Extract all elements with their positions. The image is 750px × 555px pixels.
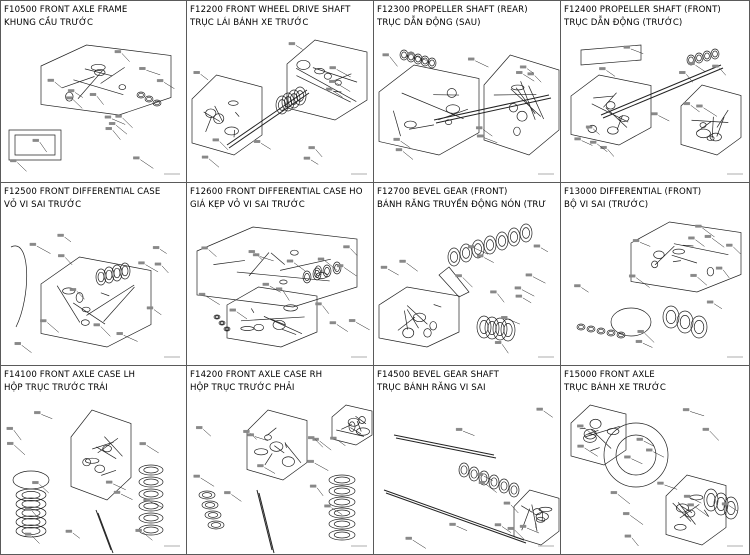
exploded-diagram-drawing xyxy=(374,35,560,182)
exploded-diagram-drawing xyxy=(187,217,373,365)
exploded-diagram-drawing xyxy=(561,400,749,554)
tile-subtitle: HỘP TRỤC TRƯỚC TRÁI xyxy=(4,383,108,393)
tile-caption: F15000 FRONT AXLE TRỤC BÁNH XE TRƯỚC xyxy=(564,369,747,395)
exploded-diagram-drawing xyxy=(1,400,186,554)
tile-subtitle: TRỤC BÁNH XE TRƯỚC xyxy=(564,383,666,393)
tile-subtitle: HỘP TRỤC TRƯỚC PHẢI xyxy=(190,383,295,393)
exploded-diagram-drawing xyxy=(561,35,749,182)
tile-subtitle: GIÁ KẸP VỎ VI SAI TRƯỚC xyxy=(190,200,305,210)
tile-subtitle: BÁNH RĂNG TRUYỀN ĐỘNG NÓN (TRƯ xyxy=(377,200,546,210)
tile-caption: F12300 PROPELLER SHAFT (REAR) TRỤC DẪN ĐỘ… xyxy=(377,4,558,30)
tile-caption: F12400 PROPELLER SHAFT (FRONT) TRỤC DẪN Đ… xyxy=(564,4,747,30)
tile-subtitle: BỘ VI SAI (TRƯỚC) xyxy=(564,200,649,210)
tile-caption: F13000 DIFFERENTIAL (FRONT) BỘ VI SAI (TR… xyxy=(564,186,747,212)
tile-subtitle: KHUNG CẦU TRƯỚC xyxy=(4,18,94,28)
tile-code-title: F10500 FRONT AXLE FRAME xyxy=(4,5,128,15)
catalog-tile-f12300[interactable]: F12300 PROPELLER SHAFT (REAR) TRỤC DẪN ĐỘ… xyxy=(374,0,561,183)
tile-code-title: F14500 BEVEL GEAR SHAFT xyxy=(377,370,499,380)
tile-code-title: F12600 FRONT DIFFERENTIAL CASE HO xyxy=(190,187,363,197)
tile-subtitle: VỎ VI SAI TRƯỚC xyxy=(4,200,82,210)
catalog-tile-f12400[interactable]: F12400 PROPELLER SHAFT (FRONT) TRỤC DẪN Đ… xyxy=(561,0,750,183)
tile-code-title: F12400 PROPELLER SHAFT (FRONT) xyxy=(564,5,721,15)
tile-caption: F12700 BEVEL GEAR (FRONT) BÁNH RĂNG TRUYỀ… xyxy=(377,186,558,212)
tile-code-title: F12300 PROPELLER SHAFT (REAR) xyxy=(377,5,528,15)
tile-code-title: F13000 DIFFERENTIAL (FRONT) xyxy=(564,187,702,197)
catalog-tile-f14500[interactable]: F14500 BEVEL GEAR SHAFT TRỤC BÁNH RĂNG VI… xyxy=(374,366,561,555)
exploded-diagram-drawing xyxy=(561,217,749,365)
tile-subtitle: TRỤC BÁNH RĂNG VI SAI xyxy=(377,383,486,393)
exploded-diagram-drawing xyxy=(1,35,186,182)
tile-caption: F12500 FRONT DIFFERENTIAL CASE VỎ VI SAI … xyxy=(4,186,184,212)
tile-code-title: F14200 FRONT AXLE CASE RH xyxy=(190,370,323,380)
tile-caption: F14500 BEVEL GEAR SHAFT TRỤC BÁNH RĂNG VI… xyxy=(377,369,558,395)
tile-code-title: F12500 FRONT DIFFERENTIAL CASE xyxy=(4,187,161,197)
tile-code-title: F14100 FRONT AXLE CASE LH xyxy=(4,370,136,380)
tile-caption: F14100 FRONT AXLE CASE LH HỘP TRỤC TRƯỚC … xyxy=(4,369,184,395)
catalog-tile-f14100[interactable]: F14100 FRONT AXLE CASE LH HỘP TRỤC TRƯỚC … xyxy=(0,366,187,555)
exploded-diagram-drawing xyxy=(187,35,373,182)
tile-caption: F12600 FRONT DIFFERENTIAL CASE HO GIÁ KẸP… xyxy=(190,186,371,212)
tile-code-title: F12200 FRONT WHEEL DRIVE SHAFT xyxy=(190,5,351,15)
catalog-tile-f12700[interactable]: F12700 BEVEL GEAR (FRONT) BÁNH RĂNG TRUYỀ… xyxy=(374,183,561,366)
tile-caption: F12200 FRONT WHEEL DRIVE SHAFT TRỤC LÁI B… xyxy=(190,4,371,30)
catalog-tile-f14200[interactable]: F14200 FRONT AXLE CASE RH HỘP TRỤC TRƯỚC … xyxy=(187,366,374,555)
catalog-tile-f12200[interactable]: F12200 FRONT WHEEL DRIVE SHAFT TRỤC LÁI B… xyxy=(187,0,374,183)
tile-caption: F10500 FRONT AXLE FRAME KHUNG CẦU TRƯỚC xyxy=(4,4,184,30)
catalog-tile-f10500[interactable]: F10500 FRONT AXLE FRAME KHUNG CẦU TRƯỚC xyxy=(0,0,187,183)
tile-code-title: F12700 BEVEL GEAR (FRONT) xyxy=(377,187,508,197)
tile-code-title: F15000 FRONT AXLE xyxy=(564,370,655,380)
exploded-diagram-drawing xyxy=(1,217,186,365)
tile-subtitle: TRỤC DẪN ĐỘNG (SAU) xyxy=(377,18,481,28)
catalog-tile-f12500[interactable]: F12500 FRONT DIFFERENTIAL CASE VỎ VI SAI … xyxy=(0,183,187,366)
catalog-tile-f13000[interactable]: F13000 DIFFERENTIAL (FRONT) BỘ VI SAI (TR… xyxy=(561,183,750,366)
tile-subtitle: TRỤC LÁI BÁNH XE TRƯỚC xyxy=(190,18,309,28)
exploded-diagram-drawing xyxy=(374,217,560,365)
tile-subtitle: TRỤC DẪN ĐỘNG (TRƯỚC) xyxy=(564,18,683,28)
catalog-tile-f12600[interactable]: F12600 FRONT DIFFERENTIAL CASE HO GIÁ KẸP… xyxy=(187,183,374,366)
tile-caption: F14200 FRONT AXLE CASE RH HỘP TRỤC TRƯỚC … xyxy=(190,369,371,395)
exploded-diagram-drawing xyxy=(374,400,560,554)
catalog-tile-f15000[interactable]: F15000 FRONT AXLE TRỤC BÁNH XE TRƯỚC xyxy=(561,366,750,555)
exploded-diagram-drawing xyxy=(187,400,373,554)
